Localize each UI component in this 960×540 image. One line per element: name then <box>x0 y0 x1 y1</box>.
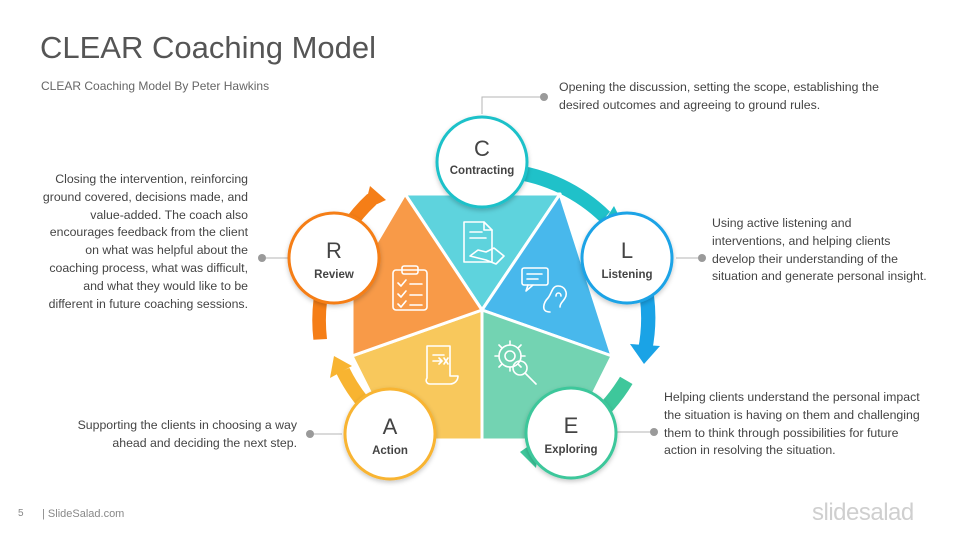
contracting-description: Opening the discussion, setting the scop… <box>559 80 879 112</box>
ring-arrow-review <box>364 186 386 210</box>
scroll-arrow-icon <box>425 345 459 385</box>
connector-dot-action <box>306 430 314 438</box>
gear-magnifier-icon <box>494 340 537 385</box>
page-subtitle: CLEAR Coaching Model By Peter Hawkins <box>41 79 270 93</box>
connector-dot-review <box>258 254 266 262</box>
review-description: Closing the intervention, reinforcing gr… <box>42 172 248 311</box>
checklist-clipboard-icon <box>392 265 428 311</box>
connector-contracting <box>481 96 544 114</box>
stage-label: Review <box>314 269 354 281</box>
stage-label: Action <box>372 445 408 457</box>
stage-letter: R <box>326 238 342 263</box>
ring-arrow-action <box>330 356 352 378</box>
page-title: CLEAR Coaching Model <box>40 30 377 65</box>
stage-letter: E <box>564 413 579 438</box>
stage-label: Contracting <box>450 165 515 177</box>
stage-node-action: A Action <box>343 387 437 481</box>
stage-letter: C <box>474 136 490 161</box>
stage-node-listening: L Listening <box>580 211 674 305</box>
stage-letter: A <box>383 414 398 439</box>
action-description: Supporting the clients in choosing a way… <box>77 418 297 450</box>
stage-node-exploring: E Exploring <box>524 386 618 480</box>
page-number: 5 <box>18 508 24 519</box>
exploring-description: Helping clients understand the personal … <box>664 390 920 458</box>
stage-node-review: R Review <box>287 211 381 305</box>
stage-node-contracting: C Contracting <box>435 115 529 209</box>
stage-label: Exploring <box>544 444 597 456</box>
connector-dot-listening <box>698 254 706 262</box>
listening-description: Using active listening and interventions… <box>712 216 927 284</box>
speech-ear-icon <box>521 267 567 313</box>
stage-letter: L <box>621 238 633 263</box>
connector-dot-contracting <box>540 93 548 101</box>
handshake-document-icon <box>463 221 505 265</box>
footer-site-link[interactable]: | SlideSalad.com <box>42 508 125 520</box>
ring-arrow-listening <box>630 344 660 364</box>
stage-label: Listening <box>601 269 652 281</box>
brand-logo: slidesalad <box>812 499 914 526</box>
connector-dot-exploring <box>650 428 658 436</box>
